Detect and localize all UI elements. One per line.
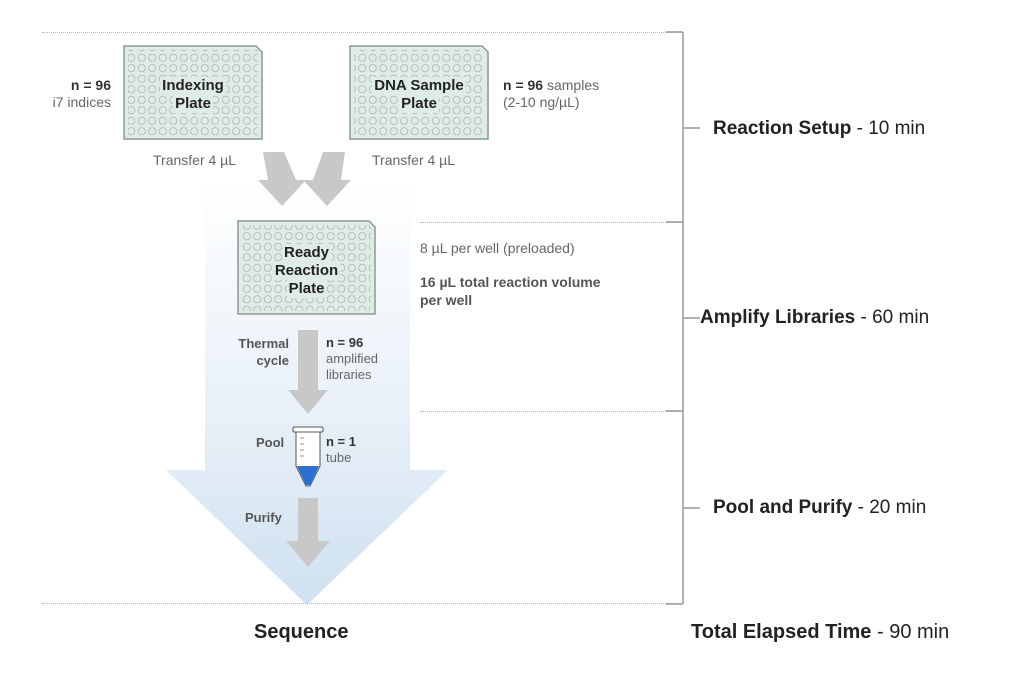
indexing-n: n = 96 (70, 77, 111, 93)
amplified-label: n = 96 amplified libraries (326, 335, 378, 383)
amplified-n: n = 96 (326, 335, 364, 350)
stage-reaction-setup-name: Reaction Setup (713, 118, 852, 139)
total-volume-line2: per well (420, 292, 473, 308)
dna-sample-plate-line2: Plate (399, 95, 439, 113)
divider-top (42, 32, 682, 33)
ready-plate-line2: Reaction (272, 262, 341, 280)
preloaded-label: 8 µL per well (preloaded) (420, 240, 575, 256)
ready-plate-line1: Ready (281, 244, 332, 262)
indexing-plate-label: Indexing Plate (124, 77, 262, 117)
stage-amplify-time: - 60 min (855, 307, 930, 328)
stage-reaction-setup-time: - 10 min (851, 118, 926, 139)
dna-desc: samples (546, 77, 600, 93)
stage-total: Total Elapsed Time - 90 min (691, 621, 949, 644)
total-volume-label: 16 µL total reaction volume per well (420, 273, 601, 309)
stage-total-name: Total Elapsed Time (691, 621, 872, 643)
thermal-line1: Thermal (238, 336, 289, 351)
total-volume-line1: 16 µL total reaction volume (420, 274, 601, 290)
divider-bottom (42, 603, 682, 604)
stage-amplify: Amplify Libraries - 60 min (700, 307, 929, 329)
amplified-line2: libraries (326, 367, 372, 382)
stage-pool-purify-name: Pool and Purify (713, 497, 853, 518)
stage-reaction-setup: Reaction Setup - 10 min (713, 118, 925, 140)
tube-icon (292, 426, 324, 487)
pool-label: Pool (256, 435, 285, 450)
dna-count: n = 96 samples (2-10 ng/µL) (503, 77, 599, 111)
transfer-left-label: Transfer 4 µL (153, 152, 237, 168)
stage-total-time: - 90 min (871, 621, 950, 643)
thermal-line2: cycle (256, 353, 289, 368)
dna-sample-plate-line1: DNA Sample (372, 77, 466, 95)
dna-n: n = 96 (503, 77, 544, 93)
thermal-cycle-label: Thermal cycle (215, 335, 289, 369)
purify-label: Purify (245, 510, 282, 525)
stage-pool-purify: Pool and Purify - 20 min (713, 497, 926, 519)
purify-arrow (286, 498, 330, 567)
stage-pool-purify-time: - 20 min (852, 497, 927, 518)
ready-reaction-plate-label: Ready Reaction Plate (238, 244, 375, 302)
divider-setup-amplify (420, 222, 682, 223)
indexing-plate-line1: Indexing (160, 77, 226, 95)
tube-n: n = 1 (326, 434, 356, 449)
tube-desc: tube (326, 450, 352, 465)
ready-plate-line3: Plate (286, 280, 327, 298)
indexing-count: n = 96 i7 indices (40, 77, 111, 111)
tube-count-label: n = 1 tube (326, 434, 356, 466)
transfer-left-arrow (258, 152, 306, 206)
thermal-cycle-arrow (288, 330, 328, 414)
indexing-desc: i7 indices (52, 94, 111, 110)
transfer-right-arrow (303, 152, 351, 206)
stage-amplify-name: Amplify Libraries (700, 307, 856, 328)
transfer-arrows (258, 152, 351, 567)
divider-amplify-pool (420, 411, 682, 412)
transfer-right-label: Transfer 4 µL (372, 152, 456, 168)
sequence-label: Sequence (254, 621, 349, 643)
stage-bracket (666, 31, 700, 605)
dna-conc: (2-10 ng/µL) (503, 94, 580, 110)
indexing-plate-line2: Plate (173, 95, 213, 113)
dna-sample-plate-label: DNA Sample Plate (350, 77, 488, 117)
amplified-line1: amplified (326, 351, 379, 366)
